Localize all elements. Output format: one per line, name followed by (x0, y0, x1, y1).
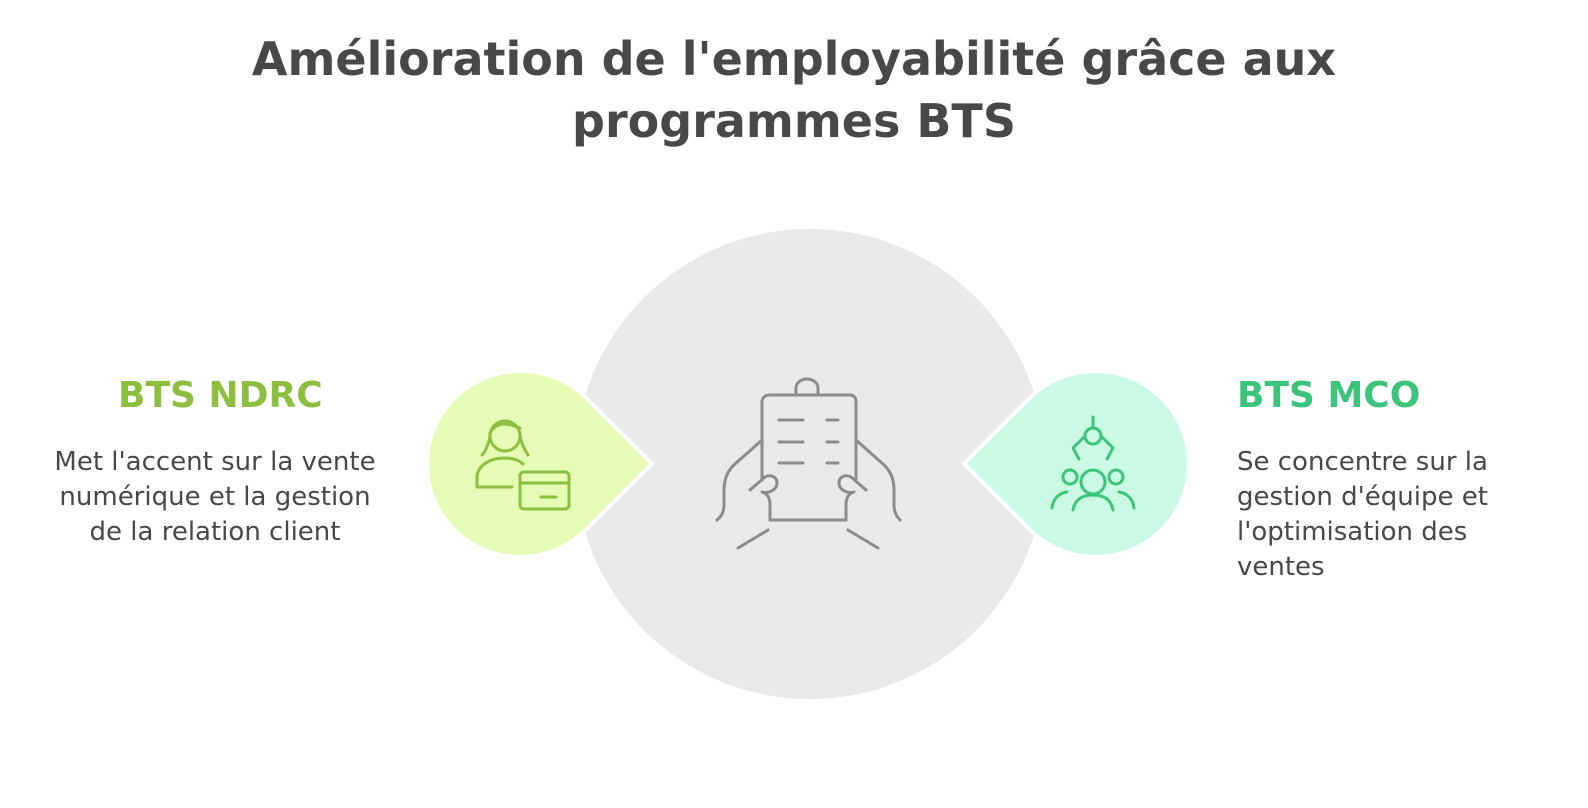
clipboard-in-hands-icon (715, 377, 902, 550)
team-management-icon (1050, 415, 1136, 512)
right-node (961, 368, 1191, 559)
left-description: Met l'accent sur la vente numérique et l… (54, 447, 376, 547)
left-heading: BTS NDRC (118, 375, 323, 416)
right-description: Se concentre sur la gestion d'équipe et … (1237, 447, 1488, 582)
left-node (425, 368, 655, 559)
right-heading: BTS MCO (1237, 375, 1421, 416)
diagram-title: Amélioration de l'employabilité grâce au… (251, 32, 1337, 148)
center-circle (575, 229, 1045, 699)
customer-payment-icon (475, 419, 571, 511)
